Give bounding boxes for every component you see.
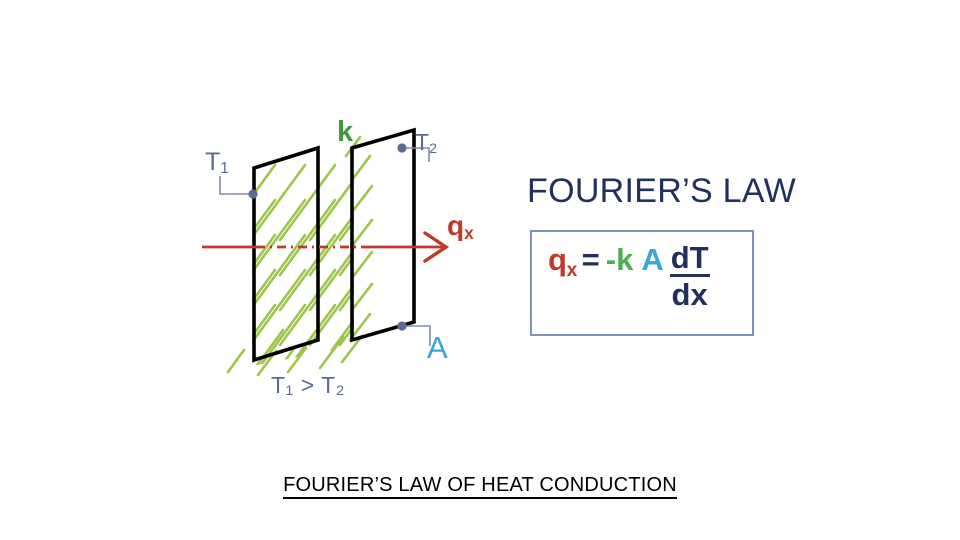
- equation-a: A: [641, 242, 664, 277]
- leader-t1: [219, 176, 252, 195]
- fourier-law-equation: qx = - k A dT dx: [548, 240, 710, 312]
- equation-derivative-fraction: dT dx: [669, 240, 710, 312]
- leader-a: [404, 325, 431, 346]
- equation-q: qx: [548, 242, 578, 281]
- equation-equals: =: [581, 242, 600, 277]
- equation-k: k: [616, 242, 634, 277]
- formula-box: [530, 230, 754, 336]
- label-heat-flux-qx: qx: [447, 210, 474, 243]
- marker-dot-t2: [397, 143, 407, 153]
- caption-text: FOURIER’S LAW OF HEAT CONDUCTION: [283, 474, 677, 499]
- plate-right: [350, 127, 416, 343]
- label-thermal-conductivity-k: k: [337, 116, 354, 148]
- label-t1: T1: [205, 148, 229, 178]
- plate-left: [252, 145, 320, 363]
- equation-numerator: dT: [669, 240, 710, 277]
- slide-caption: FOURIER’S LAW OF HEAT CONDUCTION: [0, 474, 960, 499]
- marker-dot-t1: [248, 189, 258, 199]
- equation-denominator: dx: [671, 277, 708, 312]
- heat-conduction-diagram: [202, 127, 450, 377]
- flux-arrowhead: [423, 231, 450, 263]
- fourier-law-title: FOURIER’S LAW: [527, 172, 796, 210]
- label-temperature-inequality: T₁ > T₂: [271, 372, 346, 398]
- marker-dot-a: [397, 321, 407, 331]
- label-area-a: A: [427, 330, 448, 365]
- equation-minus: -: [605, 242, 617, 277]
- leader-t2: [404, 147, 430, 162]
- label-t2: T2: [415, 129, 437, 158]
